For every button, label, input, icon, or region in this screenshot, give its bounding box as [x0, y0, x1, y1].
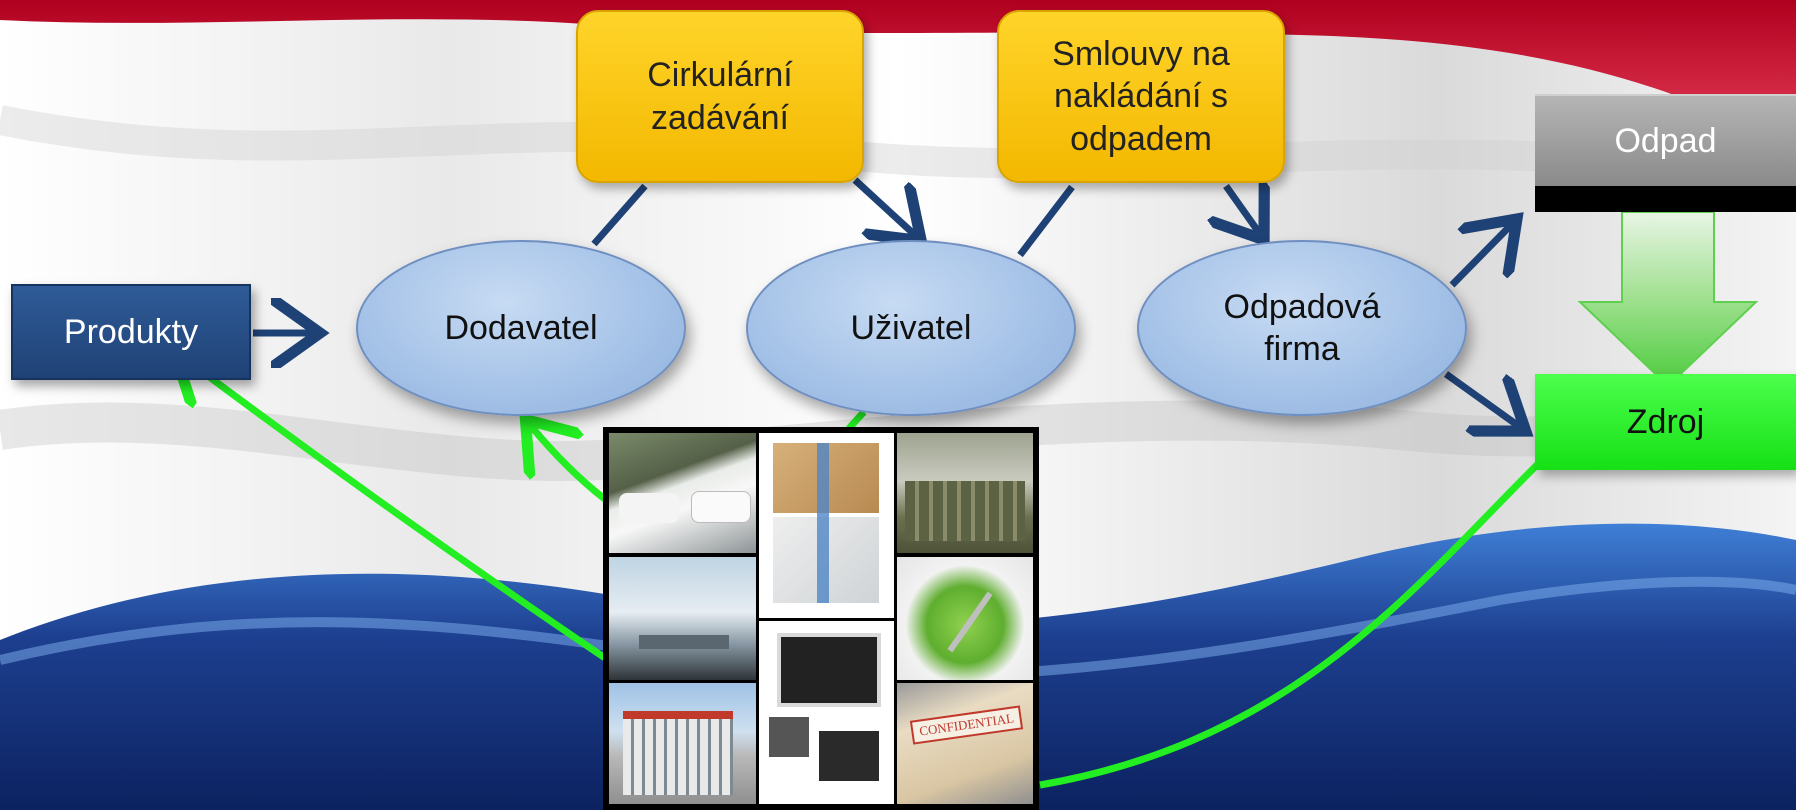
photo-office-desk [609, 557, 756, 680]
photo-soldiers [897, 433, 1033, 553]
node-cirkularni-zadavani: Cirkulární zadávání [576, 10, 864, 183]
photo-salad [897, 557, 1033, 680]
arrow-zdroj-collage [1039, 459, 1543, 789]
node-odpad-label: Odpad [1614, 121, 1717, 160]
node-dodavatel: Dodavatel [356, 240, 686, 416]
photo-computer-parts [759, 621, 894, 804]
photo-soldiers-group [905, 481, 1025, 541]
node-dodavatel-label: Dodavatel [444, 308, 598, 347]
photo-vehicles-car [619, 493, 679, 523]
arrow-cirkularni-uzivatel [852, 177, 916, 236]
photo-collage: CONFIDENTIAL [603, 427, 1039, 810]
arrow-collage-dodavatel [530, 425, 609, 503]
node-uzivatel: Uživatel [746, 240, 1076, 416]
photo-salad-fork [947, 591, 993, 653]
arrow-smlouvy-odpadova [1226, 186, 1260, 234]
node-produkty-label: Produkty [63, 312, 199, 351]
photo-building [609, 683, 756, 804]
arrow-odpadova-odpad [1449, 224, 1512, 288]
node-zdroj: Zdroj [1535, 374, 1796, 470]
confidential-stamp: CONFIDENTIAL [909, 705, 1024, 745]
node-odpadova-firma-label: Odpadová firma [1223, 287, 1381, 369]
photo-vehicles [609, 433, 756, 553]
photo-building-facade [623, 715, 733, 795]
connector-uzivatel-smlouvy [1017, 184, 1075, 258]
photo-building-stripe [623, 711, 733, 719]
photo-confidential-folder: CONFIDENTIAL [897, 683, 1033, 804]
node-odpad-box: Odpad [1535, 94, 1796, 186]
photo-office-desk-top [639, 635, 729, 649]
photo-vehicles-car-2 [691, 491, 751, 523]
photo-boxes [759, 433, 894, 618]
connector-dodavatel-cirkularni [591, 183, 648, 247]
arrow-odpadova-zdroj [1443, 371, 1520, 427]
node-zdroj-label: Zdroj [1626, 402, 1705, 441]
node-odpad: Odpad [1535, 94, 1796, 212]
photo-computer-part-2 [819, 731, 879, 781]
node-odpadova-firma: Odpadová firma [1137, 240, 1467, 416]
green-down-arrow-icon [1577, 211, 1759, 388]
photo-computer-screen [777, 633, 881, 707]
node-produkty: Produkty [11, 284, 251, 380]
photo-boxes-tape [817, 443, 829, 603]
node-cirkularni-zadavani-label: Cirkulární zadávání [647, 56, 793, 137]
node-uzivatel-label: Uživatel [850, 308, 972, 347]
photo-computer-part-1 [769, 717, 809, 757]
node-smlouvy: Smlouvy na nakládání s odpadem [997, 10, 1285, 183]
node-smlouvy-label: Smlouvy na nakládání s odpadem [1052, 34, 1230, 158]
arrow-collage-produkty [180, 355, 610, 663]
